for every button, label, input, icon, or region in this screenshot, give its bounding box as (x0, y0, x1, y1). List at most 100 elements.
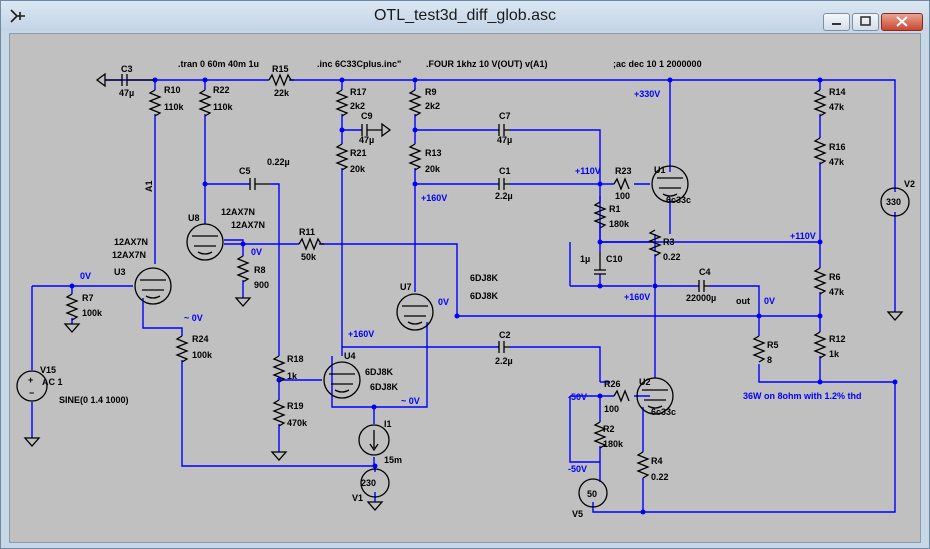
svg-text:C3: C3 (121, 64, 133, 74)
resistor-r5 (752, 335, 766, 363)
window-title: OTL_test3d_diff_glob.asc (373, 7, 557, 24)
svg-text:47k: 47k (829, 102, 845, 112)
svg-text:12AX7N: 12AX7N (114, 237, 148, 247)
svg-text:U1: U1 (654, 165, 666, 175)
svg-text:+110V: +110V (790, 231, 816, 241)
resistor-r17 (335, 89, 349, 117)
svg-text:100k: 100k (82, 308, 103, 318)
svg-text:6c33c: 6c33c (666, 195, 691, 205)
svg-text:−: − (29, 388, 34, 398)
svg-text:47k: 47k (829, 157, 845, 167)
svg-text:-50V: -50V (568, 392, 587, 402)
svg-text:470k: 470k (287, 418, 308, 428)
svg-text:12AX7N: 12AX7N (112, 250, 146, 260)
svg-text:20k: 20k (425, 164, 441, 174)
tube-u8 (186, 223, 224, 261)
resistor-r4 (636, 451, 650, 479)
svg-text:2.2µ: 2.2µ (495, 191, 513, 201)
resistor-r10 (148, 89, 162, 117)
svg-text:C10: C10 (606, 254, 623, 264)
svg-text:1k: 1k (829, 349, 840, 359)
svg-text:A1: A1 (144, 180, 154, 192)
resistor-r21 (335, 143, 349, 171)
svg-text:47µ: 47µ (497, 135, 512, 145)
svg-text:R26: R26 (604, 379, 621, 389)
svg-text:330: 330 (886, 197, 901, 207)
svg-text:C5: C5 (239, 166, 251, 176)
svg-text:R6: R6 (829, 272, 841, 282)
svg-text:;ac dec 10 1 2000000: ;ac dec 10 1 2000000 (613, 59, 702, 69)
resistor-r14 (813, 89, 827, 117)
svg-text:R15: R15 (272, 64, 289, 74)
resistor-r11 (298, 237, 324, 251)
schematic-canvas[interactable]: +− .tran 0 60m 40m 1u .inc 6C33Cplus.inc… (9, 33, 921, 543)
svg-text:R3: R3 (663, 237, 675, 247)
maximize-icon (860, 16, 871, 26)
resistor-r23 (613, 177, 630, 191)
tube-u7 (396, 293, 434, 331)
svg-text:SINE(0 1.4 1000): SINE(0 1.4 1000) (59, 395, 129, 405)
svg-text:2.2µ: 2.2µ (495, 356, 513, 366)
svg-text:0.22: 0.22 (663, 252, 681, 262)
svg-text:0V: 0V (80, 271, 91, 281)
svg-text:6DJ8K: 6DJ8K (470, 273, 499, 283)
svg-text:R14: R14 (829, 87, 846, 97)
close-button[interactable] (881, 13, 923, 31)
svg-text:+160V: +160V (421, 193, 447, 203)
minimize-button[interactable] (823, 13, 850, 31)
svg-text:230: 230 (361, 478, 376, 488)
svg-text:R18: R18 (287, 354, 304, 364)
svg-text:R1: R1 (609, 204, 621, 214)
svg-text:V2: V2 (904, 179, 915, 189)
svg-text:R21: R21 (350, 148, 367, 158)
svg-text:20k: 20k (350, 164, 366, 174)
resistors (65, 73, 827, 479)
svg-text:110k: 110k (213, 102, 234, 112)
svg-text:12AX7N: 12AX7N (231, 220, 265, 230)
svg-text:47µ: 47µ (119, 88, 134, 98)
svg-text:V15: V15 (40, 365, 56, 375)
resistor-r3 (648, 229, 662, 257)
svg-text:180k: 180k (609, 219, 630, 229)
svg-text:0.22µ: 0.22µ (267, 157, 290, 167)
tube-u4 (323, 361, 361, 399)
svg-text:100: 100 (615, 191, 630, 201)
svg-text:R10: R10 (164, 85, 181, 95)
capacitor-c2 (498, 341, 510, 353)
capacitor-c4 (698, 280, 709, 292)
svg-text:C7: C7 (499, 111, 511, 121)
svg-text:47µ: 47µ (359, 135, 374, 145)
svg-text:+: + (28, 375, 33, 385)
source-v2 (880, 187, 910, 217)
svg-text:R11: R11 (299, 227, 315, 237)
svg-text:~ 0V: ~ 0V (401, 396, 420, 406)
svg-text:15m: 15m (384, 455, 402, 465)
svg-text:0V: 0V (438, 297, 449, 307)
svg-text:.tran 0 60m 40m 1u: .tran 0 60m 40m 1u (178, 59, 259, 69)
svg-text:C2: C2 (499, 330, 511, 340)
svg-text:AC 1: AC 1 (42, 377, 63, 387)
svg-text:R2: R2 (603, 424, 615, 434)
source-i1 (358, 424, 390, 456)
maximize-button[interactable] (852, 13, 879, 31)
svg-text:+160V: +160V (348, 329, 374, 339)
svg-text:out: out (736, 296, 750, 306)
svg-text:50k: 50k (301, 252, 317, 262)
svg-text:~ 0V: ~ 0V (184, 313, 203, 323)
resistor-r26 (613, 389, 630, 403)
svg-text:R19: R19 (287, 401, 304, 411)
svg-text:100: 100 (604, 404, 619, 414)
svg-text:2k2: 2k2 (350, 101, 365, 111)
minimize-icon (832, 23, 841, 25)
svg-text:6c33c: 6c33c (651, 407, 676, 417)
source-v15 (16, 370, 48, 402)
svg-text:U3: U3 (114, 267, 126, 277)
svg-text:.FOUR 1khz 10 V(OUT) v(A1): .FOUR 1khz 10 V(OUT) v(A1) (426, 59, 548, 69)
resistor-r8 (236, 255, 250, 283)
node-voltages: +330V +110V +110V +160V +160V +160V 0V 0… (80, 89, 862, 474)
resistor-r9 (408, 89, 422, 117)
svg-text:R13: R13 (425, 148, 442, 158)
resistor-r6 (813, 267, 827, 295)
title-bar[interactable]: OTL_test3d_diff_glob.asc (1, 1, 929, 31)
resistor-r19 (272, 399, 286, 427)
